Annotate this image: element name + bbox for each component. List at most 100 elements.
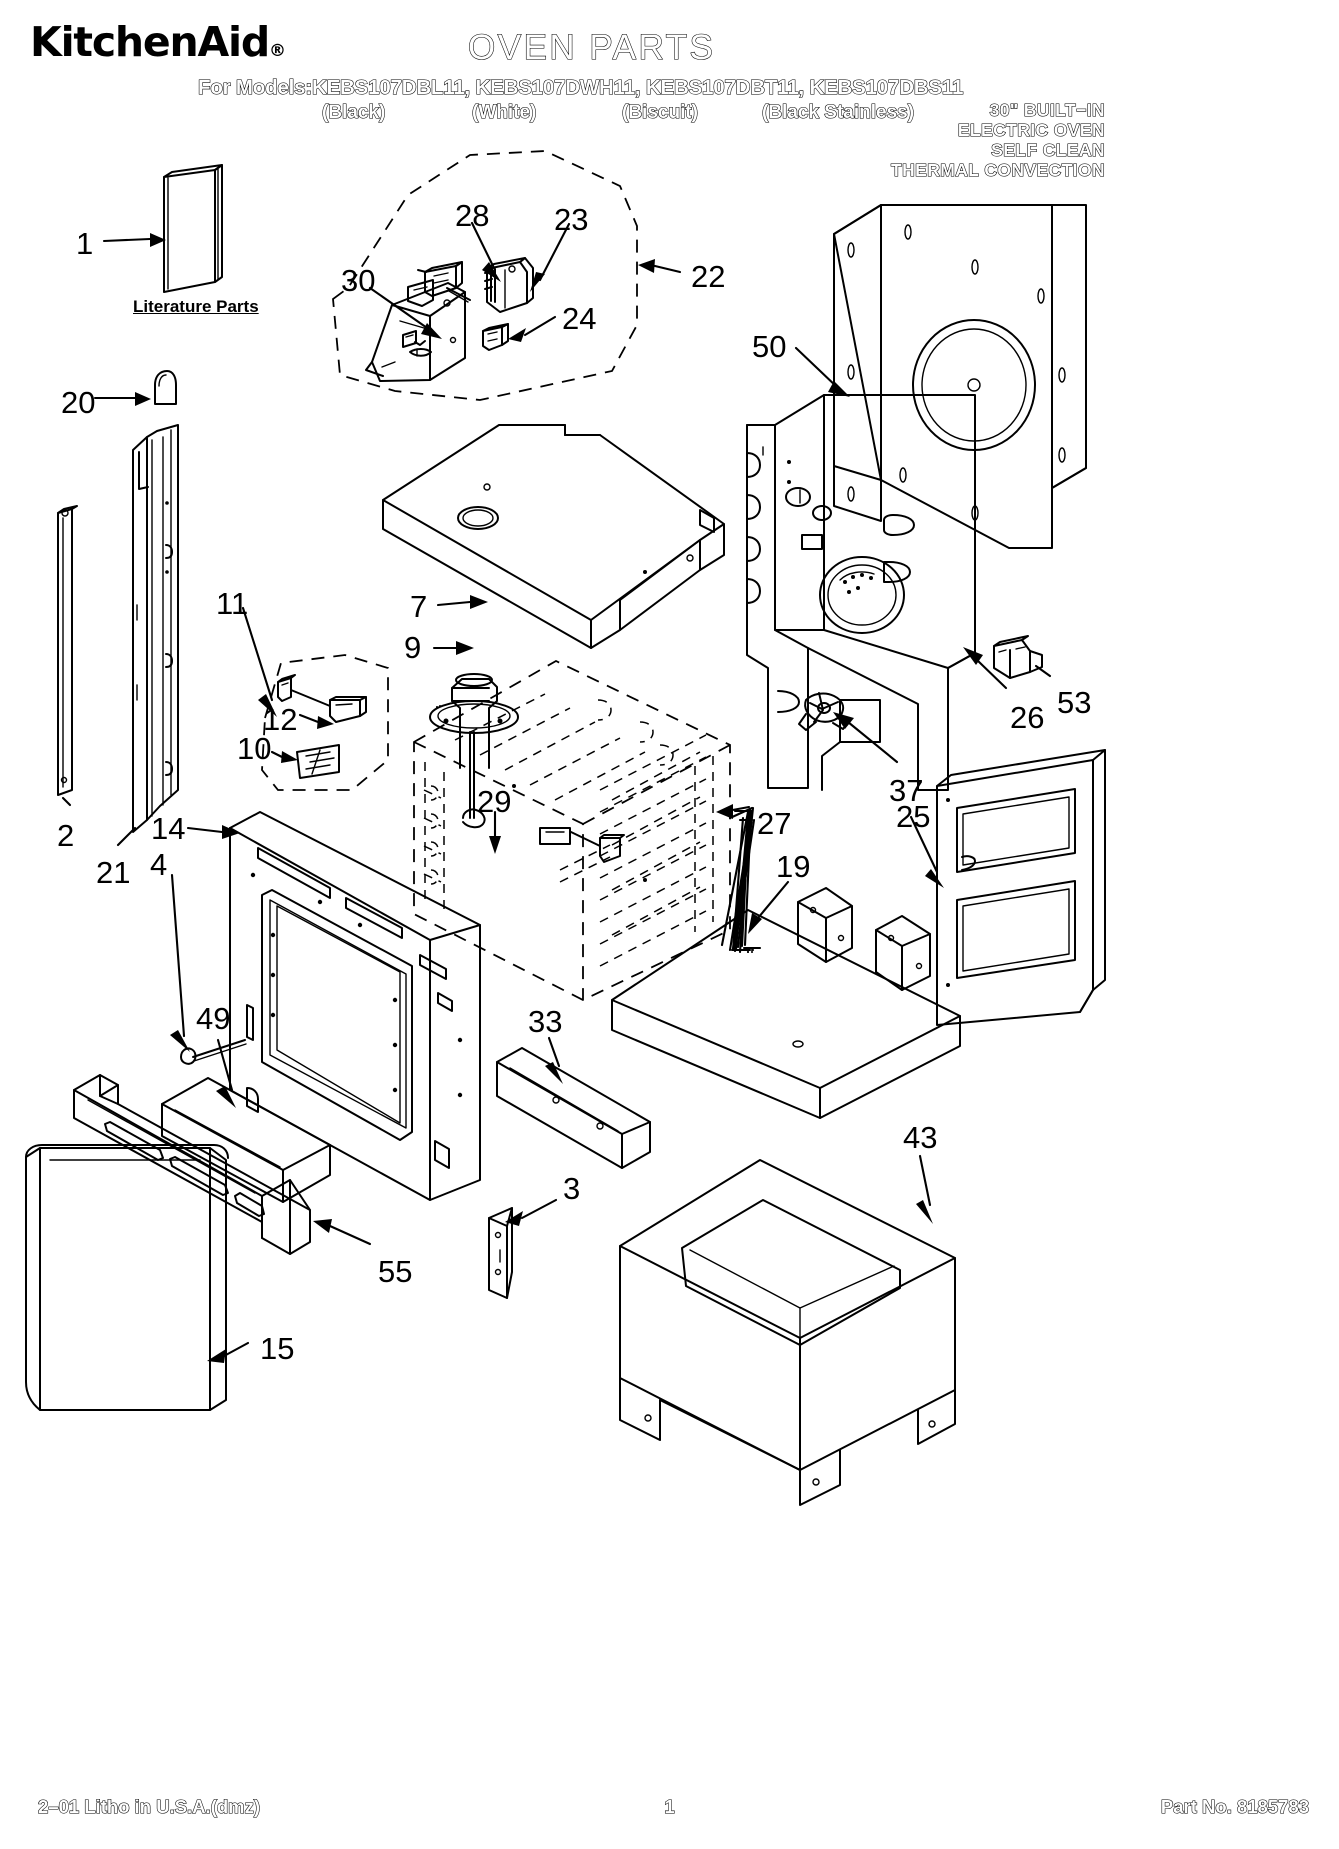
leader-4 xyxy=(170,873,190,1052)
part-30-control-chassis xyxy=(365,279,466,382)
part-50-rear-panel xyxy=(833,204,1087,549)
model-numbers-line: For Models:KEBS107DBL11, KEBS107DWH11, K… xyxy=(197,75,964,99)
callout-number-26: 26 xyxy=(1010,700,1045,735)
callout-number-10: 10 xyxy=(237,731,272,766)
spec-line-size: 30" BUILT−IN xyxy=(989,99,1105,120)
part-26-rear-wall-assembly xyxy=(746,394,976,791)
leader-21 xyxy=(116,826,137,847)
leader-12 xyxy=(298,713,334,729)
leader-24 xyxy=(508,315,557,342)
callout-number-15: 15 xyxy=(260,1331,295,1366)
appliance-spec-block: 30" BUILT−IN ELECTRIC OVEN SELF CLEAN TH… xyxy=(880,99,1106,180)
color-label-black-stainless: (Black Stainless) xyxy=(761,101,915,123)
leader-55 xyxy=(313,1219,372,1246)
callout-number-27: 27 xyxy=(757,806,792,841)
callout-number-9: 9 xyxy=(404,630,422,665)
registered-mark: ® xyxy=(269,41,287,61)
part-43-bottom-pan xyxy=(619,1159,956,1506)
part-27-oven-cavity-liner xyxy=(413,659,731,1002)
callout-number-50: 50 xyxy=(752,329,787,364)
leader-50 xyxy=(794,346,850,397)
callout-number-28: 28 xyxy=(455,198,490,233)
part-7-top-panel xyxy=(382,424,725,649)
leader-15 xyxy=(207,1341,250,1363)
leader-53 xyxy=(1034,664,1052,678)
footer-print-info: 2–01 Litho in U.S.A.(dmz) xyxy=(37,1795,261,1817)
part-1-literature-booklet xyxy=(163,164,223,293)
callout-number-2: 2 xyxy=(57,818,75,853)
part-23-transformer xyxy=(484,257,534,313)
part-49-door-trim xyxy=(161,1077,331,1203)
footer-page-number: 1 xyxy=(664,1795,675,1817)
leader-7 xyxy=(435,595,488,709)
callout-number-55: 55 xyxy=(378,1254,413,1289)
callout-number-37: 37 xyxy=(889,773,924,808)
callout-number-14: 14 xyxy=(151,811,186,846)
part-33-support-rail xyxy=(496,1047,651,1169)
leader-20 xyxy=(93,392,151,406)
color-label-white: (White) xyxy=(471,101,537,123)
callout-number-7: 7 xyxy=(410,589,428,624)
callout-number-49: 49 xyxy=(196,1001,231,1036)
callout-number-53: 53 xyxy=(1057,685,1092,720)
callout-number-24: 24 xyxy=(562,301,597,336)
callout-number-22: 22 xyxy=(691,259,726,294)
callout-number-12: 12 xyxy=(263,702,298,737)
part-20-end-cap xyxy=(154,370,177,405)
brand-name: KitchenAid xyxy=(30,18,270,66)
part-10-label-plate xyxy=(296,744,340,779)
kitchenaid-logo: KitchenAid® xyxy=(30,22,286,63)
part-25-side-panel xyxy=(936,749,1106,1026)
leader-27 xyxy=(716,804,762,954)
leader-37 xyxy=(833,712,899,764)
leader-10 xyxy=(270,750,298,763)
leader-3 xyxy=(505,1198,558,1226)
callout-number-30: 30 xyxy=(341,263,376,298)
leader-49 xyxy=(216,1038,236,1108)
callout-number-3: 3 xyxy=(563,1171,581,1206)
leader-2 xyxy=(61,796,72,807)
spec-line-type: ELECTRIC OVEN xyxy=(957,119,1105,140)
spec-line-convection: THERMAL CONVECTION xyxy=(890,159,1105,180)
leader-9 xyxy=(432,641,474,655)
callout-number-43: 43 xyxy=(903,1120,938,1155)
literature-parts-label: Literature Parts xyxy=(133,297,259,316)
part-24-relay xyxy=(482,323,509,351)
part-21-side-channel xyxy=(132,424,179,833)
callout-number-29: 29 xyxy=(477,784,512,819)
part-4-screw xyxy=(180,1039,247,1065)
part-55-door-handle xyxy=(73,1074,311,1255)
page-title: OVEN PARTS xyxy=(467,27,716,67)
leader-26 xyxy=(963,647,1008,690)
callout-number-1: 1 xyxy=(76,226,94,261)
part-3-bracket xyxy=(488,1207,513,1299)
callout-number-4: 4 xyxy=(150,847,168,882)
leader-43 xyxy=(916,1154,933,1224)
part-19-bottom-shield xyxy=(611,887,961,1119)
callout-number-11: 11 xyxy=(216,586,249,621)
callout-number-23: 23 xyxy=(554,202,589,237)
part-14-door-frame xyxy=(229,811,481,1201)
leader-22 xyxy=(638,259,682,274)
part-22-control-assembly-boundary xyxy=(332,150,638,401)
color-label-black: (Black) xyxy=(321,101,386,123)
color-label-biscuit: (Biscuit) xyxy=(621,101,698,123)
leader-33 xyxy=(545,1036,563,1084)
leader-19 xyxy=(748,880,790,934)
part-28-switch xyxy=(417,261,471,303)
leader-1 xyxy=(102,233,166,247)
callout-number-25: 25 xyxy=(896,799,931,834)
footer-part-number: Part No. 8185783 xyxy=(1160,1795,1309,1817)
part-37-convection-fan-blade xyxy=(798,692,850,731)
callout-number-19: 19 xyxy=(776,849,811,884)
callout-number-20: 20 xyxy=(61,385,96,420)
callout-number-21: 21 xyxy=(96,855,131,890)
part-15-door-gasket xyxy=(25,1144,229,1411)
leader-14 xyxy=(186,825,240,839)
spec-line-clean: SELF CLEAN xyxy=(991,139,1106,160)
part-2-side-trim-strip xyxy=(57,505,78,796)
callout-number-33: 33 xyxy=(528,1004,563,1039)
leader-30 xyxy=(368,286,442,339)
